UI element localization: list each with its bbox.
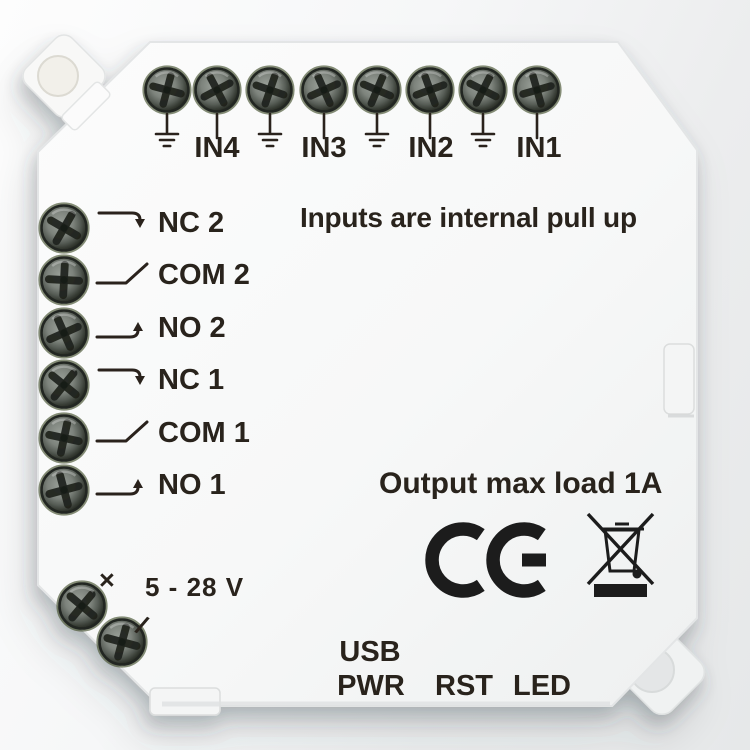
input-label-in1: IN1 bbox=[516, 132, 562, 164]
ground-symbol-icon bbox=[470, 112, 496, 148]
screw-terminal bbox=[352, 65, 402, 115]
output-note: Output max load 1A bbox=[379, 467, 663, 500]
polarity-x-mark: × bbox=[99, 565, 115, 595]
screw-terminal bbox=[96, 616, 148, 668]
com-contact-icon bbox=[95, 262, 149, 285]
rst-label: RST bbox=[435, 670, 493, 702]
screw-terminal bbox=[56, 580, 108, 632]
side-clip-right bbox=[663, 343, 695, 418]
screw-terminal bbox=[38, 254, 90, 306]
crossed-out-wheelie-bin-icon bbox=[586, 512, 655, 597]
no-contact-icon bbox=[95, 322, 143, 339]
led-label: LED bbox=[513, 670, 571, 702]
input-label-in4: IN4 bbox=[194, 132, 240, 164]
screw-terminal bbox=[192, 65, 242, 115]
screw-terminal bbox=[299, 65, 349, 115]
screw-terminal bbox=[38, 412, 90, 464]
device-body bbox=[37, 41, 698, 707]
screw-terminal bbox=[245, 65, 295, 115]
nc-contact-icon bbox=[97, 211, 145, 228]
no-contact-icon bbox=[95, 479, 143, 496]
inputs-note: Inputs are internal pull up bbox=[300, 202, 637, 233]
pwr-label: PWR bbox=[337, 670, 405, 702]
screw-terminal bbox=[405, 65, 455, 115]
screw-terminal bbox=[38, 464, 90, 516]
relay-label-com2: COM 2 bbox=[158, 259, 250, 291]
ground-symbol-icon bbox=[154, 112, 180, 148]
screw-terminal bbox=[458, 65, 508, 115]
screw-terminal bbox=[38, 307, 90, 359]
input-label-in2: IN2 bbox=[408, 132, 454, 164]
mounting-hole bbox=[37, 55, 79, 97]
screw-terminal bbox=[512, 65, 562, 115]
relay-label-com1: COM 1 bbox=[158, 417, 250, 449]
nc-contact-icon bbox=[97, 368, 145, 385]
relay-label-no2: NO 2 bbox=[158, 312, 226, 344]
com-contact-icon bbox=[95, 420, 149, 443]
snap-slot bbox=[61, 81, 111, 131]
screw-terminal bbox=[38, 202, 90, 254]
voltage-range-label: 5 - 28 V bbox=[145, 572, 245, 602]
relay-label-no1: NO 1 bbox=[158, 469, 226, 501]
screw-terminal bbox=[38, 359, 90, 411]
ce-mark-icon bbox=[425, 522, 546, 598]
usb-label: USB bbox=[339, 636, 401, 668]
relay-label-nc2: NC 2 bbox=[158, 207, 225, 239]
ground-symbol-icon bbox=[364, 112, 390, 148]
screw-terminal bbox=[142, 65, 192, 115]
input-label-in3: IN3 bbox=[301, 132, 347, 164]
ground-symbol-icon bbox=[257, 112, 283, 148]
relay-label-nc1: NC 1 bbox=[158, 364, 225, 396]
